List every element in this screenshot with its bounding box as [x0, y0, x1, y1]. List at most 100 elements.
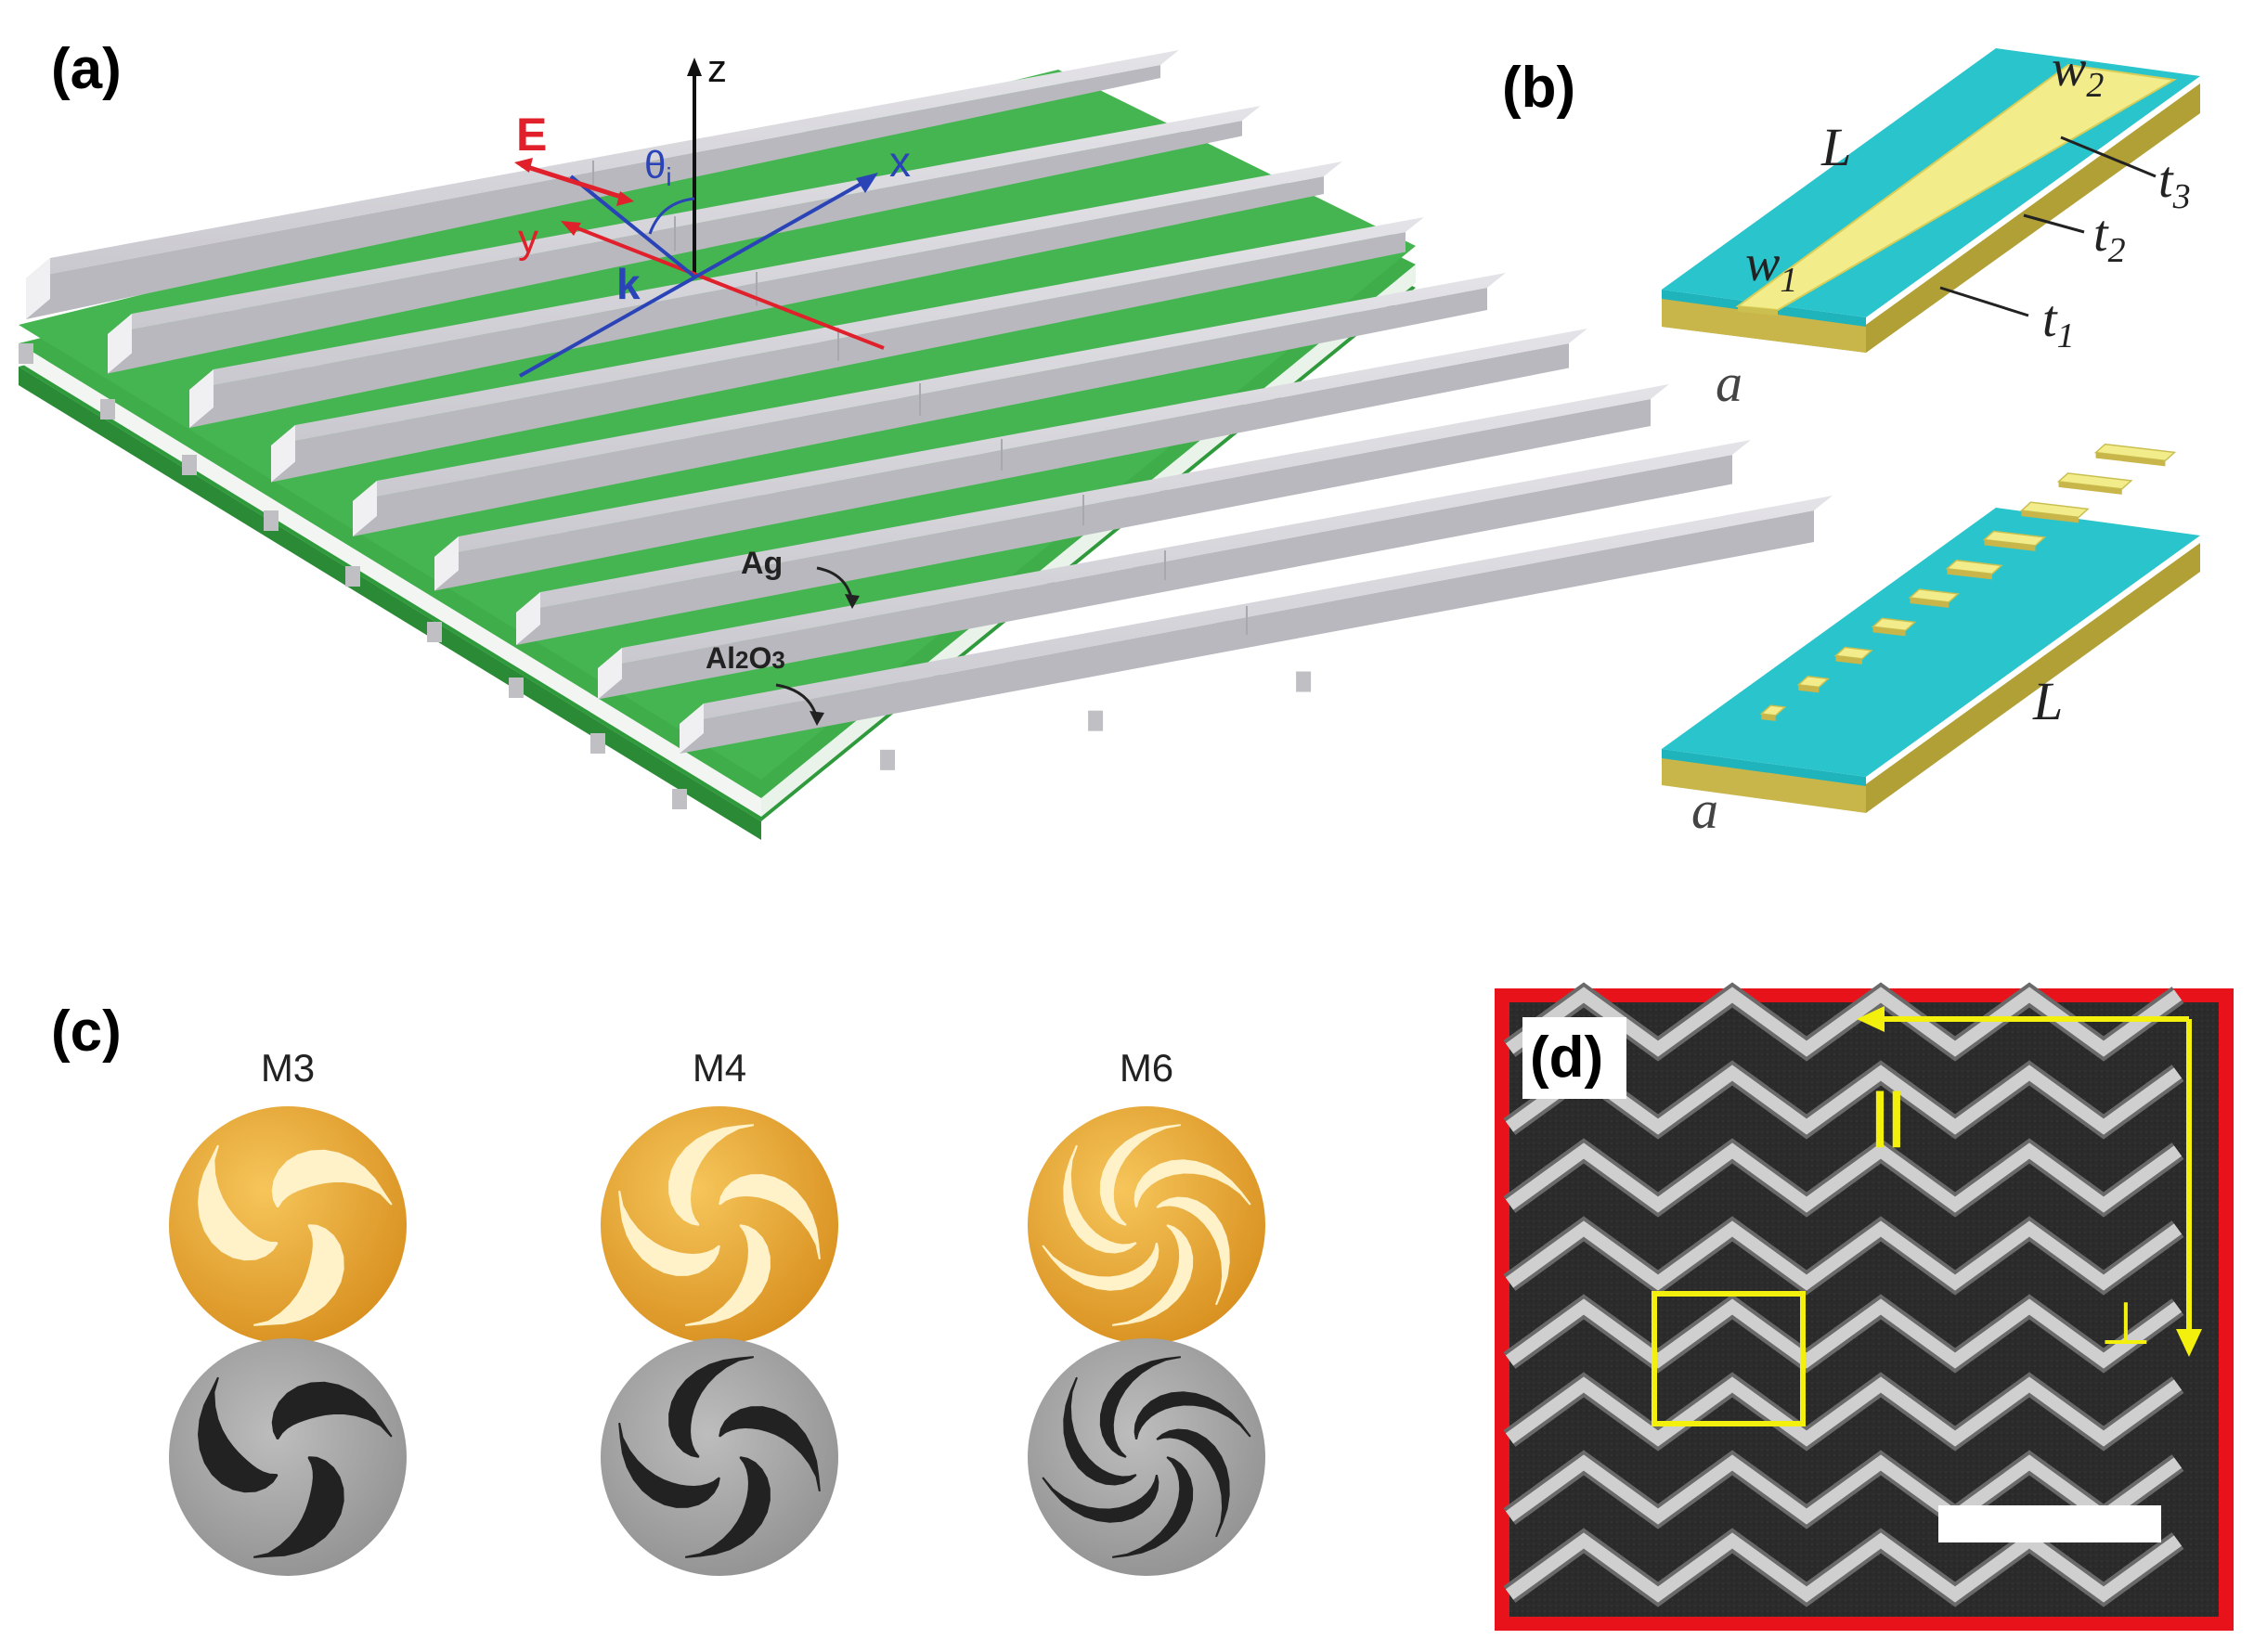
gold-step-pad [1871, 617, 1917, 637]
gold-step-pad [1833, 646, 1873, 665]
w2-label: w2 [2052, 40, 2104, 105]
a-label-bottom: a [1691, 780, 1718, 840]
t2-label: t2 [2093, 205, 2126, 270]
spiral-arm [253, 1224, 344, 1326]
spiral-arm [271, 1149, 393, 1207]
spiral-arm [1099, 1356, 1182, 1458]
spiral-arm [618, 1190, 720, 1276]
t3-label: t3 [2158, 151, 2191, 216]
spiral-arm [618, 1422, 720, 1508]
zigzag-wire [1503, 1450, 2184, 1529]
spiral-column-m3: M3 [169, 1046, 407, 1576]
spiral-arm [1133, 1159, 1251, 1207]
gold-step-pad [2019, 501, 2090, 523]
spiral-column-m6: M6 [1028, 1046, 1265, 1576]
length-label-top: L [1820, 117, 1851, 177]
spiral-arm [719, 1174, 821, 1260]
y-axis-label: y [518, 216, 538, 262]
zigzag-wire [1503, 1138, 2184, 1218]
gold-step-pad [1908, 588, 1960, 608]
tapered-bar [672, 496, 1833, 809]
a-label-top: a [1716, 353, 1742, 413]
scale-bar [1938, 1505, 2161, 1542]
panel-d: (d) || ⊥ [1495, 982, 2234, 1631]
spiral-arm [1111, 1456, 1194, 1558]
spiral-arm [668, 1356, 755, 1458]
spiral-arm [1099, 1124, 1182, 1226]
spiral-arm [253, 1456, 344, 1558]
al2o3-label: Al2O3 [706, 641, 785, 675]
w1-label: w1 [1745, 235, 1797, 300]
polarization-arrows [1857, 1006, 2202, 1357]
spiral-column-m4: M4 [601, 1046, 838, 1576]
gold-step-pad [2093, 443, 2177, 467]
theta-arc [648, 197, 695, 235]
spiral-arm [1042, 1475, 1159, 1523]
gold-spiral-disk [601, 1106, 838, 1344]
spiral-arm [668, 1124, 755, 1226]
spiral-arm [684, 1224, 771, 1326]
x-axis [519, 176, 872, 378]
spiral-arm [197, 1144, 279, 1261]
e-label: E [516, 109, 547, 161]
e-field-vector [521, 162, 628, 201]
spiral-arm [684, 1456, 771, 1558]
sem-spiral-disk [169, 1338, 407, 1576]
panel-a-label: (a) [51, 37, 122, 101]
k-label: k [616, 260, 641, 308]
gold-step-pad [1796, 676, 1831, 693]
zigzag-wire [1503, 1528, 2184, 1607]
spiral-label: M3 [261, 1046, 315, 1090]
gold-spiral-disk [1028, 1106, 1265, 1344]
panel-b: (b) L w2 w1 t3 t2 t1 a [1502, 40, 2200, 840]
perpendicular-symbol: ⊥ [2100, 1290, 2152, 1357]
gold-step-pad [1945, 559, 2003, 580]
spiral-arm [1063, 1144, 1137, 1254]
gold-spiral-disk [169, 1106, 407, 1344]
stepped-antenna-slab: L a [1662, 443, 2200, 840]
zigzag-wire-array [1503, 982, 2184, 1607]
spiral-arm [1042, 1243, 1159, 1291]
length-label-bottom: L [2032, 671, 2063, 731]
coordinate-axes: z y x k E θi [514, 46, 911, 378]
gold-step-pad [2056, 472, 2133, 495]
spiral-arm [1063, 1376, 1137, 1486]
spiral-arm [1133, 1391, 1251, 1439]
spiral-arm [1111, 1224, 1194, 1326]
unit-cell-highlight [1652, 1291, 1806, 1426]
sem-spiral-disk [1028, 1338, 1265, 1576]
spiral-arm [1156, 1196, 1230, 1306]
gold-step-pad [1982, 530, 2047, 551]
tapered-bar [345, 273, 1506, 587]
material-annotations: Ag Al2O3 [706, 546, 860, 726]
zigzag-wire [1503, 1060, 2184, 1140]
x-axis-label: x [889, 137, 911, 186]
y-axis [567, 223, 885, 350]
gold-step-pad [1759, 704, 1787, 721]
spiral-arm [271, 1381, 393, 1439]
panel-a: (a) z y x k E [19, 37, 1833, 840]
spiral-arm [197, 1376, 279, 1493]
spiral-label: M4 [693, 1046, 746, 1090]
spiral-arm [1156, 1428, 1230, 1538]
tapered-bar [427, 329, 1587, 642]
ag-label: Ag [741, 546, 783, 581]
spiral-arm [719, 1406, 821, 1492]
sem-spiral-disk [601, 1338, 838, 1576]
panel-d-label-box [1522, 1017, 1626, 1099]
k-vector [569, 174, 696, 278]
panel-d-label: (d) [1530, 1026, 1603, 1090]
spiral-disk-grid: M3 M4 M6 [169, 1046, 1265, 1576]
panel-b-label: (b) [1502, 56, 1575, 120]
zigzag-wire [1503, 1294, 2184, 1374]
panel-c-label: (c) [51, 1000, 122, 1064]
parallel-symbol: || [1872, 1080, 1905, 1148]
z-axis-label: z [707, 46, 727, 90]
t1-label: t1 [2042, 290, 2075, 355]
spiral-label: M6 [1120, 1046, 1173, 1090]
zigzag-wire [1503, 1216, 2184, 1296]
gold-step-array [1759, 443, 2177, 721]
theta-label: θi [644, 143, 672, 191]
panel-c: (c) M3 M4 M6 [51, 1000, 1265, 1576]
zigzag-wire [1503, 1372, 2184, 1452]
